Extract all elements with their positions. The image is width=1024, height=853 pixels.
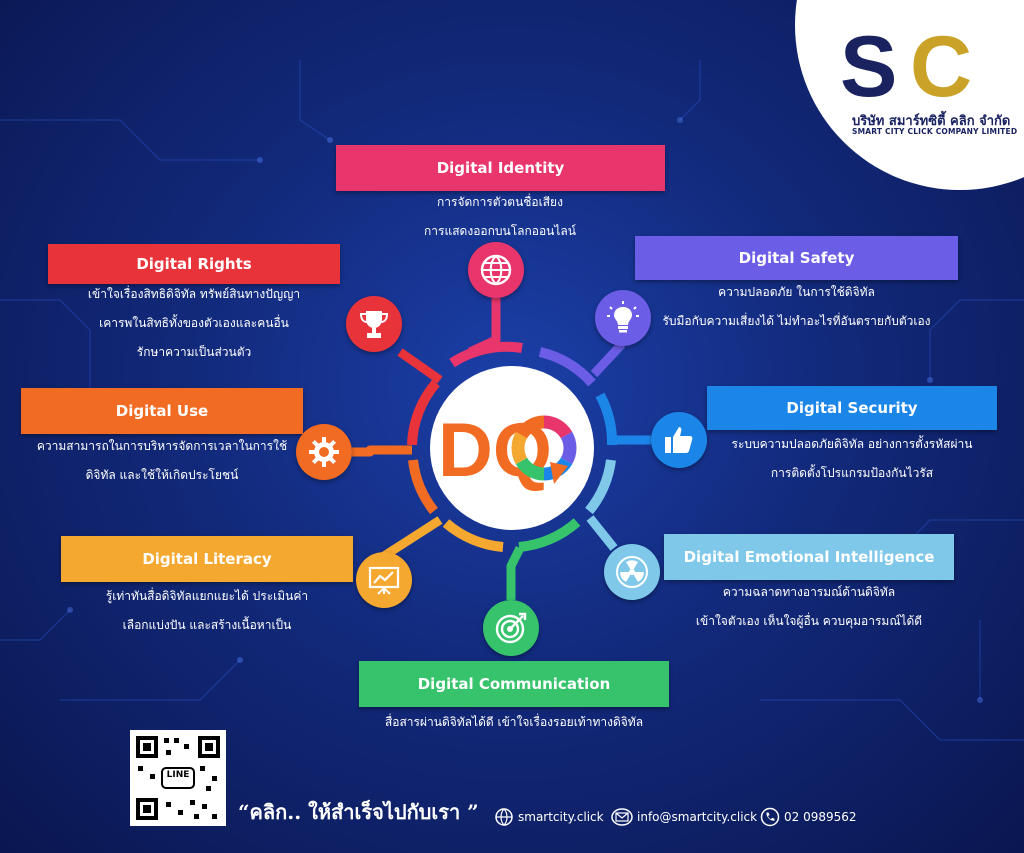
banner-communication: Digital Communication bbox=[359, 661, 669, 707]
spoke-emotional bbox=[586, 515, 618, 551]
dq-ring-segment bbox=[515, 457, 545, 481]
web-icon bbox=[495, 808, 513, 826]
wheel-arc-emotional bbox=[585, 459, 616, 515]
email-icon bbox=[611, 808, 633, 826]
wheel-arc-communication bbox=[518, 518, 581, 552]
email-contact[interactable]: info@smartcity.click bbox=[611, 807, 757, 827]
description-line: การแสดงออกบนโลกออนไลน์ bbox=[424, 224, 576, 238]
description-line: ดิจิทัล และใช้ให้เกิดประโยชน์ bbox=[85, 468, 239, 482]
wheel-arc-rights bbox=[407, 379, 440, 446]
description-safety: ความปลอดภัย ในการใช้ดิจิทัลรับมือกับความ… bbox=[635, 278, 958, 336]
wheel-arc-safety bbox=[538, 347, 596, 387]
qr-pattern bbox=[136, 736, 220, 820]
phone-contact[interactable]: 02 0989562 bbox=[760, 807, 857, 827]
target-icon bbox=[494, 611, 528, 645]
spoke-communication bbox=[506, 545, 525, 600]
icon-circle-emotional bbox=[604, 544, 660, 600]
wheel-arc-security bbox=[595, 392, 618, 446]
company-name-thai: บริษัท สมาร์ทซิตี้ คลิก จำกัด bbox=[852, 114, 1011, 129]
company-name-english: SMART CITY CLICK COMPANY LIMITED bbox=[852, 127, 1018, 136]
icon-circle-literacy bbox=[356, 552, 412, 608]
icon-circle-safety bbox=[595, 290, 651, 346]
trophy-icon bbox=[357, 307, 391, 341]
banner-rights: Digital Rights bbox=[48, 244, 340, 284]
line-qr-code[interactable]: LINE bbox=[130, 730, 226, 826]
spoke-use bbox=[352, 445, 412, 457]
dq-ring-segment bbox=[511, 431, 528, 465]
dq-ring-segment bbox=[560, 431, 577, 465]
qr-line-label: LINE bbox=[166, 770, 190, 780]
description-use: ความสามารถในการบริหารจัดการเวลาในการใช้ด… bbox=[21, 432, 303, 490]
phone-icon bbox=[760, 807, 780, 827]
icon-circle-rights bbox=[346, 296, 402, 352]
gear-icon bbox=[307, 435, 341, 469]
description-line: เข้าใจตัวเอง เห็นใจผู้อื่น ควบคุมอารมณ์ไ… bbox=[695, 614, 923, 628]
website-contact[interactable]: smartcity.click bbox=[494, 807, 604, 827]
banner-safety: Digital Safety bbox=[635, 236, 958, 280]
dq-ring-segment bbox=[543, 415, 573, 439]
wheel-arc-literacy bbox=[442, 519, 504, 552]
spoke-literacy bbox=[381, 516, 443, 560]
slogan: “คลิก.. ให้สำเร็จไปกับเรา ” bbox=[238, 800, 479, 824]
description-line: การติดตั้งโปรแกรมป้องกันไวรัส bbox=[770, 466, 934, 480]
description-security: ระบบความปลอดภัยดิจิทัล อย่างการตั้งรหัสผ… bbox=[707, 430, 997, 488]
description-emotional: ความฉลาดทางอารมณ์ด้านดิจิทัลเข้าใจตัวเอง… bbox=[664, 578, 954, 636]
banner-emotional: Digital Emotional Intelligence bbox=[664, 534, 954, 580]
icon-circle-identity bbox=[468, 242, 524, 298]
description-line: เลือกแบ่งปัน และสร้างเนื้อหาเป็น bbox=[122, 618, 292, 632]
wheel-arc-use bbox=[408, 459, 439, 515]
presentation-icon bbox=[367, 563, 401, 597]
spoke-rights bbox=[397, 348, 443, 384]
wheel-arc-identity bbox=[449, 341, 523, 368]
spoke-safety bbox=[590, 340, 626, 378]
phone-text: 02 0989562 bbox=[784, 810, 857, 824]
globe-icon bbox=[479, 253, 513, 287]
description-line: เคารพในสิทธิทั้งของตัวเองและคนอื่น bbox=[99, 316, 289, 330]
description-line: เข้าใจเรื่องสิทธิดิจิทัล ทรัพย์สินทางปัญ… bbox=[87, 287, 301, 301]
svg-text:S: S bbox=[840, 24, 897, 108]
icon-circle-security bbox=[651, 412, 707, 468]
description-line: สื่อสารผ่านดิจิทัลได้ดี เข้าใจเรื่องรอยเ… bbox=[384, 715, 644, 729]
company-logo: S C bbox=[840, 24, 972, 108]
dq-play-triangle bbox=[550, 462, 568, 484]
description-line: การจัดการตัวตนชื่อเสียง bbox=[437, 195, 563, 209]
icon-circle-communication bbox=[483, 600, 539, 656]
description-line: ความฉลาดทางอารมณ์ด้านดิจิทัล bbox=[722, 585, 896, 599]
description-line: ความปลอดภัย ในการใช้ดิจิทัล bbox=[718, 285, 875, 299]
description-literacy: รู้เท่าทันสื่อดิจิทัลแยกแยะได้ ประเมินค่… bbox=[61, 582, 353, 640]
description-line: ความสามารถในการบริหารจัดการเวลาในการใช้ bbox=[36, 439, 288, 453]
banner-use: Digital Use bbox=[21, 388, 303, 434]
thumbs-up-icon bbox=[662, 423, 696, 457]
description-line: รับมือกับความเสี่ยงได้ ไม่ทำอะไรที่อันตร… bbox=[662, 314, 931, 328]
lightbulb-icon bbox=[606, 301, 640, 335]
svg-text:C: C bbox=[910, 24, 972, 108]
website-text: smartcity.click bbox=[518, 810, 604, 824]
description-communication: สื่อสารผ่านดิจิทัลได้ดี เข้าใจเรื่องรอยเ… bbox=[359, 708, 669, 737]
description-line: รู้เท่าทันสื่อดิจิทัลแยกแยะได้ ประเมินค่… bbox=[105, 589, 309, 603]
banner-literacy: Digital Literacy bbox=[61, 536, 353, 582]
spoke-identity bbox=[468, 298, 501, 357]
email-text: info@smartcity.click bbox=[637, 810, 758, 824]
description-line: ระบบความปลอดภัยดิจิทัล อย่างการตั้งรหัสผ… bbox=[731, 437, 973, 451]
dq-logo: DQ bbox=[438, 408, 577, 493]
banner-identity: Digital Identity bbox=[336, 145, 665, 191]
radiation-icon bbox=[615, 555, 649, 589]
dq-ring-segment bbox=[515, 415, 545, 439]
banner-security: Digital Security bbox=[707, 386, 997, 430]
description-line: รักษาความเป็นส่วนตัว bbox=[136, 345, 252, 359]
icon-circle-use bbox=[296, 424, 352, 480]
description-rights: เข้าใจเรื่องสิทธิดิจิทัล ทรัพย์สินทางปัญ… bbox=[48, 280, 340, 367]
description-identity: การจัดการตัวตนชื่อเสียงการแสดงออกบนโลกออ… bbox=[340, 188, 660, 246]
